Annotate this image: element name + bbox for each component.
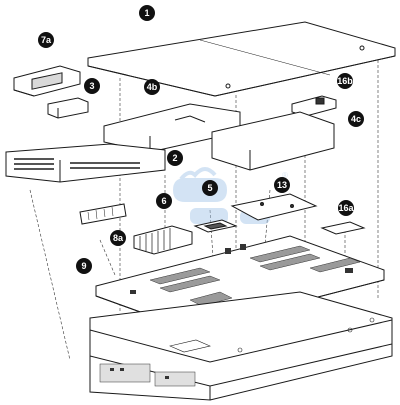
svg-text:1: 1 <box>144 8 149 18</box>
svg-text:8a: 8a <box>113 233 124 243</box>
callout-7a: 7a <box>38 32 54 48</box>
watermark-registered-mark: ® <box>282 171 288 180</box>
svg-text:6: 6 <box>161 196 166 206</box>
svg-text:9: 9 <box>81 261 86 271</box>
callout-9: 9 <box>76 258 92 274</box>
small-board-16a <box>320 221 366 235</box>
callout-4c: 4c <box>348 111 364 127</box>
chassis <box>89 291 393 401</box>
air-baffle-right <box>211 111 335 171</box>
svg-text:16b: 16b <box>337 76 353 86</box>
callout-2: 2 <box>167 150 183 166</box>
callout-5: 5 <box>202 180 218 196</box>
svg-text:7a: 7a <box>41 35 52 45</box>
svg-text:13: 13 <box>277 180 287 190</box>
callouts: 1 7a 3 4b 16b 4c 2 5 <box>38 5 364 274</box>
top-cover <box>87 21 396 97</box>
media-module <box>47 97 89 119</box>
callout-6: 6 <box>156 193 172 209</box>
svg-text:4b: 4b <box>147 82 158 92</box>
svg-text:3: 3 <box>89 81 94 91</box>
front-bezel-cage <box>5 143 166 183</box>
svg-text:16a: 16a <box>338 203 354 213</box>
processor <box>193 219 238 233</box>
callout-16b: 16b <box>337 73 353 89</box>
svg-text:4c: 4c <box>351 114 361 124</box>
svg-text:2: 2 <box>172 153 177 163</box>
dimm-module <box>79 203 127 225</box>
system-board <box>95 235 385 331</box>
small-board-16b <box>291 95 337 117</box>
svg-text:5: 5 <box>207 183 212 193</box>
callout-3: 3 <box>84 78 100 94</box>
callout-16a: 16a <box>338 200 354 216</box>
mezzanine-board <box>230 193 318 221</box>
callout-8a: 8a <box>110 230 126 246</box>
callout-1: 1 <box>139 5 155 21</box>
callout-4b: 4b <box>144 79 160 95</box>
heatsink <box>133 225 193 255</box>
callout-13: 13 <box>274 177 290 193</box>
drive-carrier <box>13 65 81 97</box>
